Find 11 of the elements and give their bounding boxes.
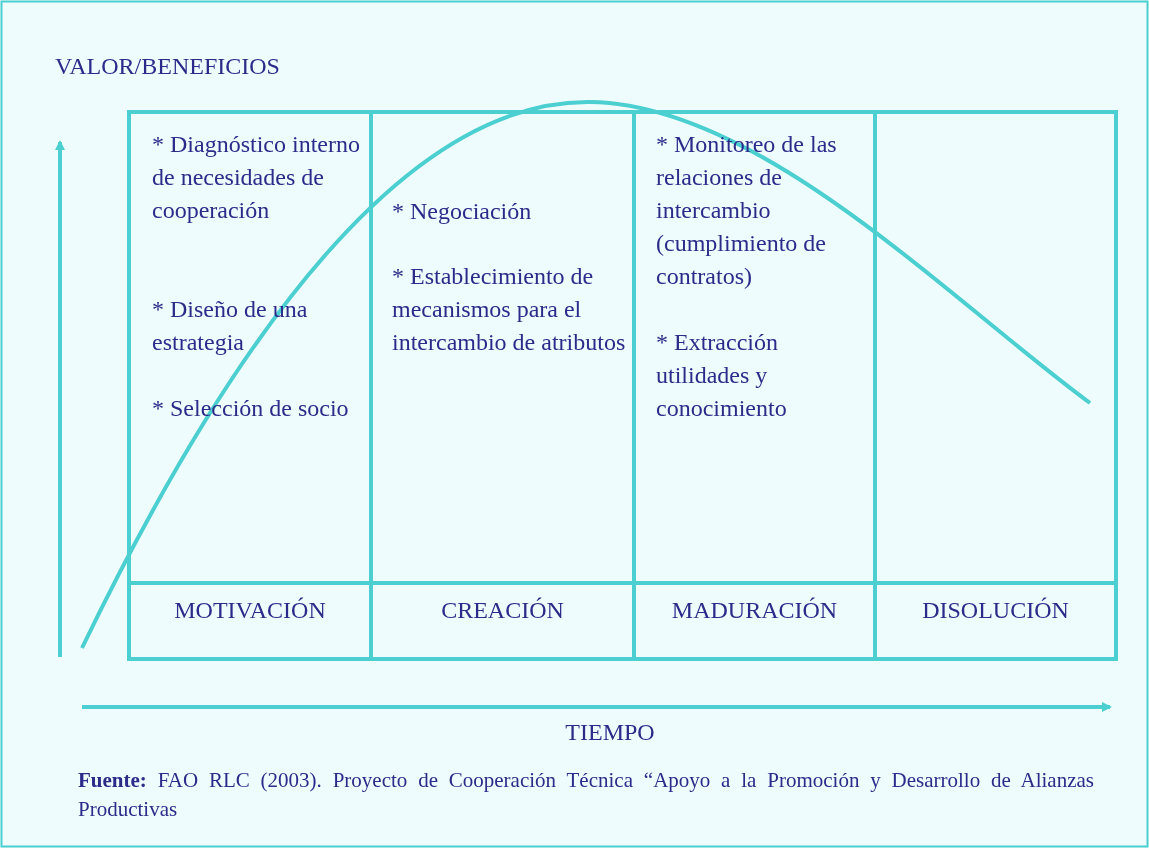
- bullet-text: * Negociación: [392, 197, 533, 226]
- axis-label: VALOR/BENEFICIOS: [55, 52, 281, 81]
- bullet-text: * Establecimiento de mecanismos para el intercambio de atributos: [392, 262, 627, 357]
- phase-name: MOTIVACIÓN: [173, 596, 327, 625]
- phase-name: CREACIÓN: [440, 596, 565, 625]
- phase-name: DISOLUCIÓN: [921, 596, 1070, 625]
- phase-name: MADURACIÓN: [670, 596, 839, 625]
- bullet-text: * Diagnóstico interno de necesidades de cooperación: [152, 130, 361, 225]
- source-caption: Fuente: FAO RLC (2003). Proyecto de Cooperación Técnica “Apoyo a la Promoción y Desarrollo de Alianzas Productivas: [78, 767, 1094, 823]
- axis-label: TIEMPO: [564, 718, 656, 747]
- bullet-text: * Extracción utilidades y conocimiento: [656, 328, 788, 423]
